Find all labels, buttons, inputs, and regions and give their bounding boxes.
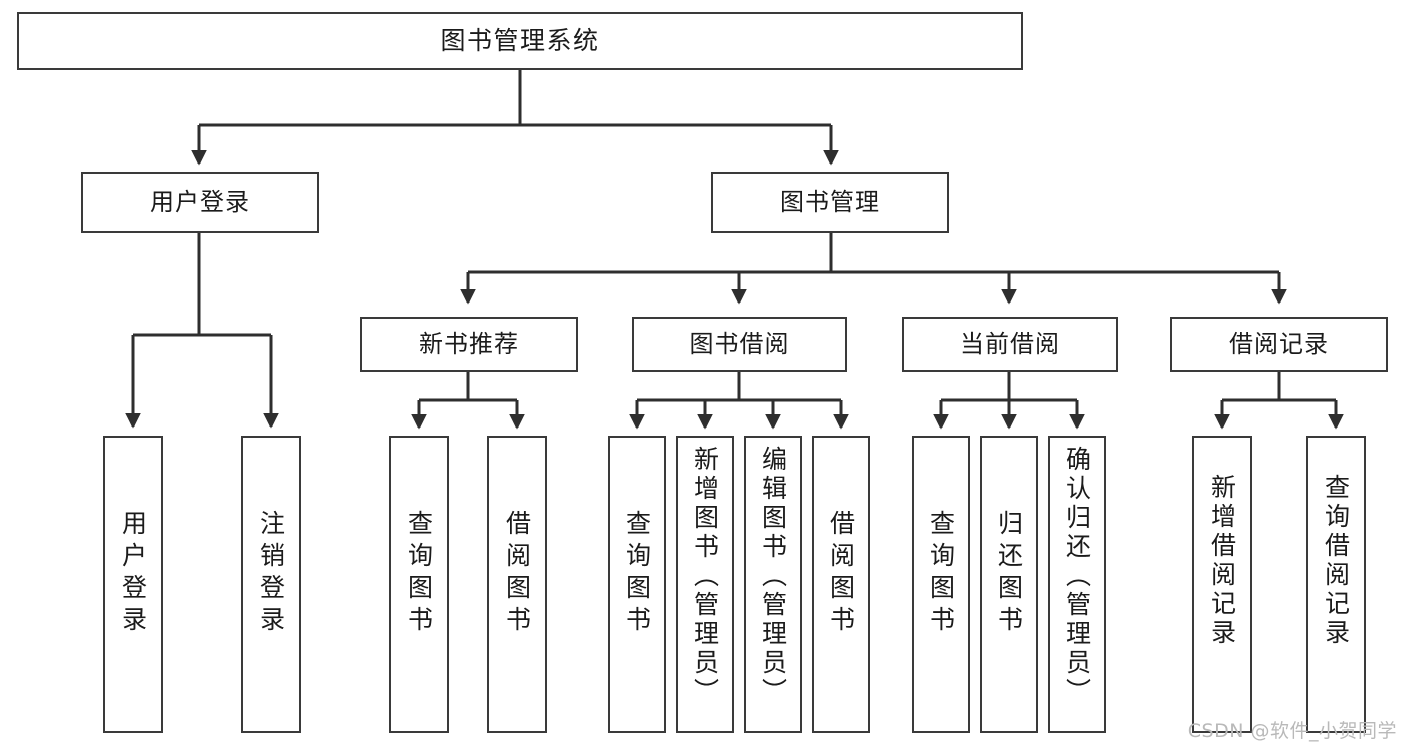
leaf-confirm-return-label: 确认归还（管理员） bbox=[1062, 446, 1092, 707]
leaf-confirm-return[interactable]: 确认归还（管理员） bbox=[1048, 436, 1106, 733]
node-root[interactable]: 图书管理系统 bbox=[17, 12, 1023, 70]
leaf-logout[interactable]: 注销登录 bbox=[241, 436, 301, 733]
leaf-user-login[interactable]: 用户登录 bbox=[103, 436, 163, 733]
leaf-add-book[interactable]: 新增图书（管理员） bbox=[676, 436, 734, 733]
leaf-user-login-label: 用户登录 bbox=[118, 510, 148, 638]
leaf-query-book-2[interactable]: 查询图书 bbox=[608, 436, 666, 733]
node-book-manage[interactable]: 图书管理 bbox=[711, 172, 949, 233]
leaf-add-record-label: 新增借阅记录 bbox=[1207, 474, 1237, 648]
leaf-return-book[interactable]: 归还图书 bbox=[980, 436, 1038, 733]
node-book-borrow[interactable]: 图书借阅 bbox=[632, 317, 847, 372]
leaf-borrow-book-1[interactable]: 借阅图书 bbox=[487, 436, 547, 733]
leaf-query-book-3-label: 查询图书 bbox=[926, 510, 956, 638]
leaf-return-book-label: 归还图书 bbox=[994, 510, 1024, 638]
leaf-borrow-book-2-label: 借阅图书 bbox=[826, 510, 856, 638]
node-borrow-record-label: 借阅记录 bbox=[1229, 330, 1329, 359]
leaf-add-record[interactable]: 新增借阅记录 bbox=[1192, 436, 1252, 733]
leaf-query-book-1-label: 查询图书 bbox=[404, 510, 434, 638]
leaf-query-book-3[interactable]: 查询图书 bbox=[912, 436, 970, 733]
node-book-borrow-label: 图书借阅 bbox=[689, 330, 790, 359]
node-new-book-recommend-label: 新书推荐 bbox=[419, 330, 519, 359]
node-root-label: 图书管理系统 bbox=[440, 26, 600, 56]
leaf-edit-book[interactable]: 编辑图书（管理员） bbox=[744, 436, 802, 733]
leaf-add-book-label: 新增图书（管理员） bbox=[690, 446, 720, 707]
node-new-book-recommend[interactable]: 新书推荐 bbox=[360, 317, 578, 372]
node-current-borrow[interactable]: 当前借阅 bbox=[902, 317, 1118, 372]
leaf-edit-book-label: 编辑图书（管理员） bbox=[758, 446, 788, 707]
leaf-query-record[interactable]: 查询借阅记录 bbox=[1306, 436, 1366, 733]
node-user-login-label: 用户登录 bbox=[150, 188, 250, 217]
watermark-text: CSDN @软件_小贺同学 bbox=[1187, 720, 1397, 742]
node-borrow-record[interactable]: 借阅记录 bbox=[1170, 317, 1388, 372]
node-current-borrow-label: 当前借阅 bbox=[960, 330, 1060, 359]
node-user-login[interactable]: 用户登录 bbox=[81, 172, 319, 233]
leaf-borrow-book-1-label: 借阅图书 bbox=[502, 510, 532, 638]
leaf-borrow-book-2[interactable]: 借阅图书 bbox=[812, 436, 870, 733]
node-book-manage-label: 图书管理 bbox=[780, 188, 880, 217]
leaf-logout-label: 注销登录 bbox=[256, 510, 286, 638]
leaf-query-record-label: 查询借阅记录 bbox=[1321, 474, 1351, 648]
leaf-query-book-2-label: 查询图书 bbox=[622, 510, 652, 638]
leaf-query-book-1[interactable]: 查询图书 bbox=[389, 436, 449, 733]
